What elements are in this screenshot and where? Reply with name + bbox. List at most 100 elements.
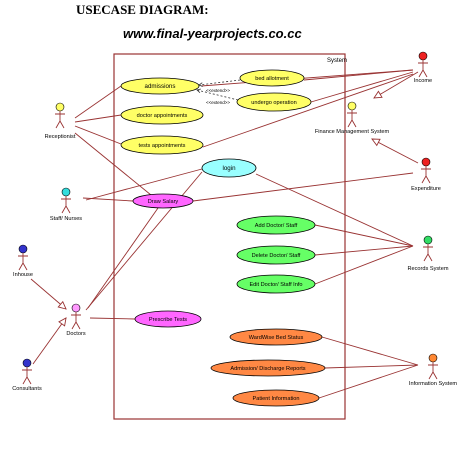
usecase-ellipse (236, 274, 316, 294)
actor-head (423, 235, 433, 245)
actor-records-system[interactable]: Records System (407, 235, 449, 272)
usecase-bed-allotment[interactable]: bed allotment (239, 69, 305, 87)
actor-label: Records System (407, 266, 448, 272)
actor-body (423, 244, 433, 262)
association-line (314, 224, 414, 247)
usecase-ward-wise-bed-status[interactable]: WardWise Bed Status (229, 328, 323, 346)
usecase-ellipse (232, 389, 320, 407)
usecase-doctor-appointments[interactable]: doctor appointments (120, 105, 204, 125)
usecase-ellipse (132, 193, 194, 209)
extend-line (196, 89, 239, 101)
generalization-arrowhead (58, 317, 67, 327)
usecase-delete-doctor-staff[interactable]: Delete Doctor/ Staff (236, 245, 316, 265)
usecase-label: admissions (145, 83, 176, 90)
actor-income[interactable]: Income (414, 51, 432, 84)
usecase-ellipse (134, 310, 202, 328)
usecase-label: doctor appointments (137, 113, 188, 119)
association-line (74, 114, 122, 123)
usecase-ellipse (236, 245, 316, 265)
actor-label: Doctors (66, 331, 85, 337)
generalization-line (32, 317, 67, 365)
actor-consultants[interactable]: Consultants (12, 358, 42, 392)
usecase-patient-information[interactable]: Patient Information (232, 389, 320, 407)
actor-body (18, 253, 28, 271)
actor-body (418, 60, 428, 78)
usecase-label: Add Doctor/ Staff (255, 223, 298, 229)
association-line (318, 364, 419, 399)
actor-doctors[interactable]: Doctors (66, 303, 86, 337)
usecase-undergo-operation[interactable]: undergo operation (236, 92, 312, 112)
association-line (200, 69, 414, 87)
usecase-label: Prescribe Tests (149, 317, 187, 323)
association-line (192, 172, 414, 202)
usecase-draw-salary[interactable]: Draw Salary (132, 193, 194, 209)
extend-arrowhead (196, 88, 201, 93)
actor-inhouse[interactable]: Inhouse (13, 244, 33, 278)
association-line (314, 245, 414, 285)
system-boundary (113, 53, 346, 420)
actor-head (55, 102, 65, 112)
extend-line (198, 79, 241, 86)
actor-head (418, 51, 428, 61)
generalization-arrowhead (373, 90, 383, 99)
actor-label: Finance Management System (315, 129, 390, 135)
usecase-tests-appointments[interactable]: tests appointments (120, 135, 204, 155)
actor-head (421, 157, 431, 167)
association-line (87, 207, 159, 309)
usecase-ellipse (236, 215, 316, 235)
actor-receptionist[interactable]: Receptionist (45, 102, 76, 140)
usecase-ellipse (236, 92, 312, 112)
association-line (74, 85, 122, 119)
association-line (85, 168, 203, 201)
actor-staff-nurses[interactable]: Staff/ Nurses (50, 187, 82, 222)
actor-label: Income (414, 78, 432, 84)
actor-label: Consultants (12, 386, 42, 392)
extend-arrowhead (198, 82, 203, 87)
extend-label: <<extend>> (206, 100, 230, 105)
usecase-ellipse (120, 105, 204, 125)
usecase-label: WardWise Bed Status (249, 335, 304, 341)
extend-label: <<extend>> (206, 88, 230, 93)
association-line (85, 171, 203, 311)
actor-label: Inhouse (13, 272, 33, 278)
generalization-line (30, 278, 67, 310)
actor-finance-management-system[interactable]: Finance Management System (315, 101, 390, 135)
actor-body (347, 110, 357, 128)
usecase-login[interactable]: login (201, 158, 257, 178)
actor-body (22, 367, 32, 385)
usecase-label: Delete Doctor/ Staff (252, 253, 301, 259)
usecase-ellipse (201, 158, 257, 178)
generalization-arrowhead (371, 138, 381, 147)
use-cases: admissions bed allotment undergo operation… (120, 69, 326, 407)
usecase-label: login (222, 165, 236, 172)
actor-label: Staff/ Nurses (50, 216, 82, 222)
association-line (202, 73, 414, 148)
usecase-ellipse (210, 359, 326, 377)
associations (74, 69, 419, 399)
usecase-add-doctor-staff[interactable]: Add Doctor/ Staff (236, 215, 316, 235)
usecase-prescribe-tests[interactable]: Prescribe Tests (134, 310, 202, 328)
website-url: www.final-yearprojects.co.cc (123, 26, 302, 41)
association-line (74, 132, 152, 196)
usecase-admission-discharge-reports[interactable]: Admission/ Discharge Reports (210, 359, 326, 377)
generalization-arrowhead (57, 300, 67, 310)
usecase-ellipse (229, 328, 323, 346)
usecase-label: tests appointments (139, 143, 186, 149)
actor-head (61, 187, 71, 197)
usecase-edit-doctor-staff-info[interactable]: Edit Doctor/ Staff Info (236, 274, 316, 294)
actor-head (18, 244, 28, 254)
actor-label: Expenditure (411, 186, 441, 192)
usecase-label: Admission/ Discharge Reports (230, 366, 305, 372)
usecase-admissions[interactable]: admissions (120, 77, 200, 95)
usecase-label: bed allotment (255, 76, 289, 82)
usecase-ellipse (239, 69, 305, 87)
usecase-ellipse (120, 135, 204, 155)
usecase-ellipse (120, 77, 200, 95)
usecase-label: Edit Doctor/ Staff Info (249, 282, 302, 288)
actor-information-system[interactable]: Information System (409, 353, 458, 387)
actor-expenditure[interactable]: Expenditure (411, 157, 441, 192)
actor-body (55, 111, 65, 129)
association-line (255, 173, 414, 247)
